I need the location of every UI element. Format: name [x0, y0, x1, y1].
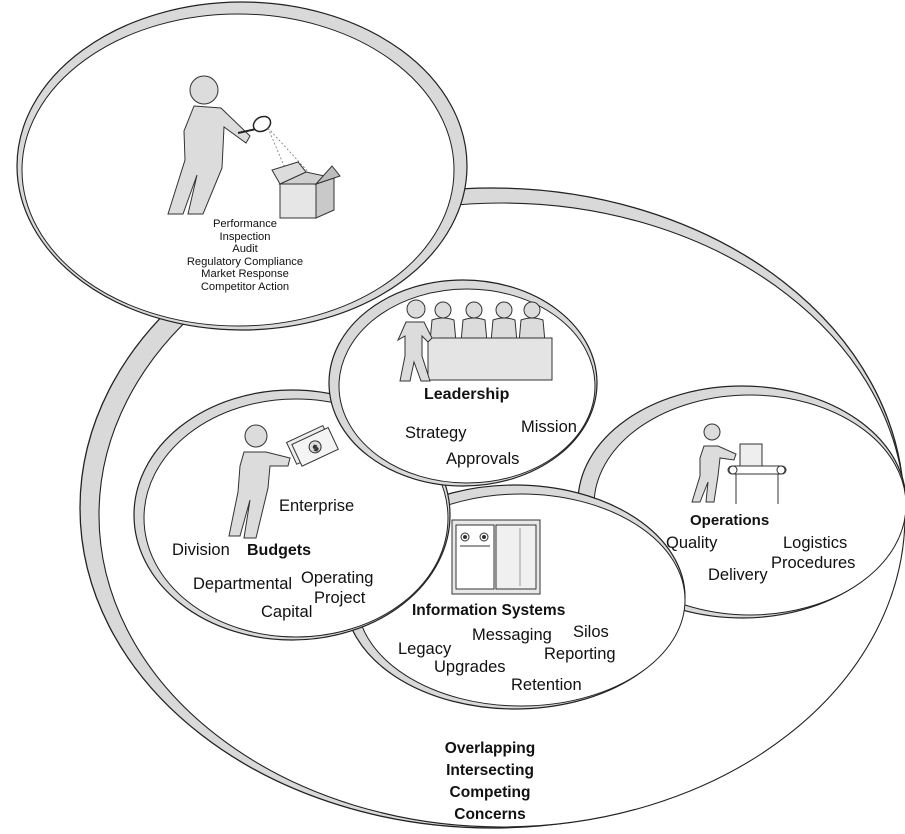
concerns-line: Overlapping: [444, 740, 536, 757]
information-systems-title: Information Systems: [412, 602, 566, 619]
information-systems-item: Messaging: [472, 626, 552, 644]
inspection-item: Market Response: [201, 268, 289, 281]
budgets-item: Capital: [261, 603, 313, 621]
budgets-item: Operating: [301, 569, 374, 587]
svg-text:$: $: [312, 443, 320, 453]
server-cabinet-icon: [451, 519, 541, 595]
leadership-item: Mission: [521, 418, 577, 436]
information-systems-item: Retention: [511, 676, 582, 694]
budgets-item: Division: [172, 541, 230, 559]
information-systems-item: Reporting: [544, 645, 616, 663]
conveyor-worker-icon: [691, 423, 787, 504]
inspection-item: Inspection: [219, 230, 271, 243]
operations-item: Logistics: [783, 534, 848, 552]
concerns-line: Competing: [449, 784, 531, 801]
budgets-item: Project: [314, 589, 366, 607]
information-systems-item: Legacy: [398, 640, 452, 658]
inspection-ellipse: [16, 1, 468, 331]
budgets-item: Enterprise: [279, 497, 355, 515]
budgets-title: Budgets: [247, 542, 311, 559]
operations-item: Quality: [666, 534, 718, 552]
inspection-item: Competitor Action: [200, 280, 290, 293]
leadership-panel-icon: [396, 299, 553, 382]
leadership-item: Strategy: [405, 424, 467, 442]
operations-title: Operations: [690, 512, 770, 529]
inspection-list: Performance Inspection Audit Regulatory …: [170, 218, 320, 294]
leadership-item: Approvals: [446, 450, 520, 468]
leadership-title: Leadership: [424, 386, 510, 403]
concerns-line: Concerns: [454, 806, 526, 823]
inspection-item: Performance: [212, 218, 278, 230]
concerns-caption: Overlapping Intersecting Competing Conce…: [410, 738, 570, 826]
information-systems-item: Upgrades: [434, 658, 506, 676]
inspection-item: Audit: [232, 243, 258, 256]
money-carrier-icon: $: [228, 424, 339, 539]
information-systems-item: Silos: [573, 623, 609, 641]
inspector-figure-icon: [167, 75, 313, 215]
budgets-item: Departmental: [193, 575, 293, 593]
operations-item: Delivery: [708, 566, 768, 584]
box-icon: [271, 161, 341, 219]
inspection-item: Regulatory Compliance: [186, 255, 304, 268]
operations-item: Procedures: [771, 554, 856, 572]
concerns-line: Intersecting: [446, 762, 534, 779]
